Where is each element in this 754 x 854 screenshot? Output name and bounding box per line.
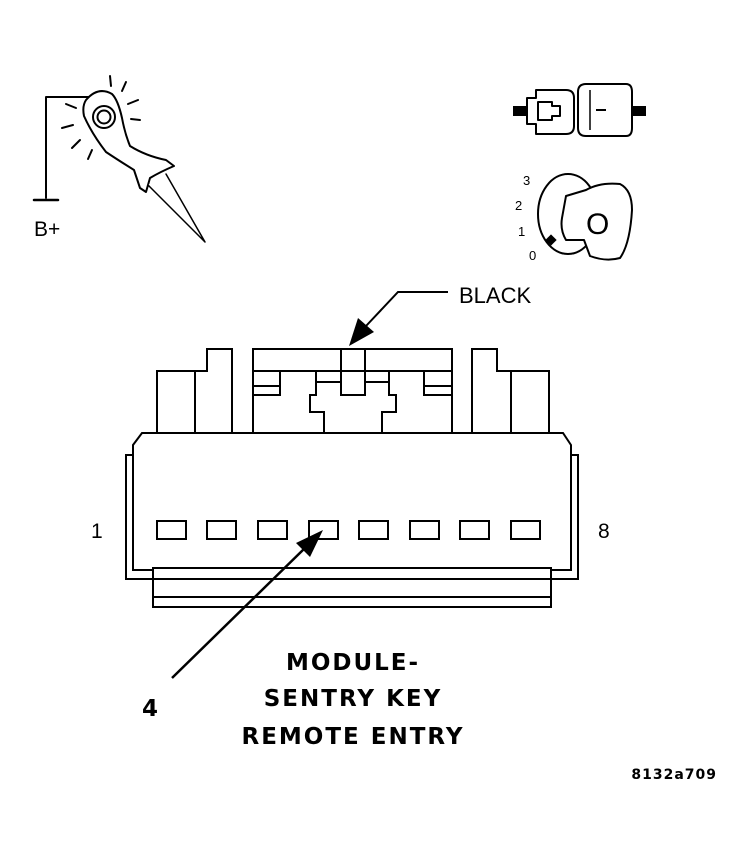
pin-label-last: 8 bbox=[598, 520, 610, 543]
color-callout-leader bbox=[349, 291, 448, 346]
pin-label-first: 1 bbox=[91, 520, 103, 543]
figure-code: 8132a709 bbox=[631, 767, 717, 783]
supply-label: B+ bbox=[34, 218, 60, 241]
pin-cavity bbox=[409, 520, 440, 540]
pin-cavity bbox=[510, 520, 541, 540]
connector-pair-icon bbox=[513, 83, 646, 137]
ignition-position-0: 0 bbox=[529, 248, 536, 263]
pin-cavity bbox=[206, 520, 237, 540]
pin-cavity bbox=[156, 520, 187, 540]
ignition-position-2: 2 bbox=[515, 198, 522, 213]
pin-cavity bbox=[257, 520, 288, 540]
module-title-line1: MODULE- bbox=[286, 650, 420, 676]
ignition-switch-icon bbox=[537, 173, 633, 261]
ignition-key-symbol: O bbox=[586, 208, 609, 241]
pin-callout-number: 4 bbox=[142, 696, 158, 722]
connector-body bbox=[125, 348, 579, 608]
module-title-line3: REMOTE ENTRY bbox=[241, 724, 464, 750]
module-title-line2: SENTRY KEY bbox=[264, 686, 443, 712]
pin-cavity bbox=[459, 520, 490, 540]
pin-callout-leader bbox=[171, 530, 323, 679]
connector-color-label: BLACK bbox=[459, 283, 531, 308]
pin-cavity bbox=[358, 520, 389, 540]
test-light-probe-icon bbox=[32, 75, 206, 243]
ignition-position-1: 1 bbox=[518, 224, 525, 239]
pin-cavities bbox=[156, 520, 541, 540]
ignition-position-3: 3 bbox=[523, 173, 530, 188]
